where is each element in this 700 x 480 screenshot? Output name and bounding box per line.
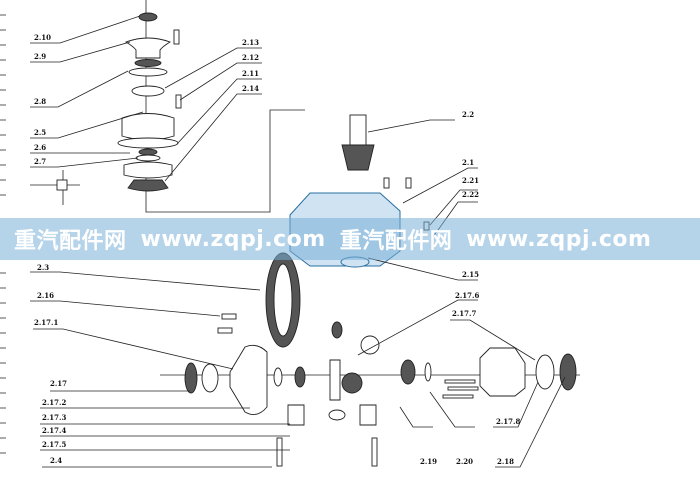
label-2-1: 2.1 — [462, 158, 474, 167]
label-2-20: 2.20 — [456, 457, 473, 466]
label-2-11: 2.11 — [242, 69, 259, 78]
watermark-url: www.zqpj.com — [466, 226, 652, 252]
center-mark — [30, 170, 80, 205]
label-2-19: 2.19 — [420, 457, 437, 466]
label-2-17-5: 2.17.5 — [42, 440, 66, 449]
label-2-8: 2.8 — [34, 97, 46, 106]
watermark-url: www.zqpj.com — [140, 226, 326, 252]
label-2-17-8: 2.17.8 — [496, 417, 520, 426]
label-2-17-3: 2.17.3 — [42, 413, 66, 422]
center-box — [56, 179, 68, 191]
label-2-21: 2.21 — [462, 176, 479, 185]
label-2-22: 2.22 — [462, 190, 479, 199]
label-2-3: 2.3 — [37, 263, 49, 272]
watermark-text: 重汽配件网 — [14, 229, 127, 254]
label-2-2: 2.2 — [462, 110, 474, 119]
label-2-17: 2.17 — [50, 379, 67, 388]
watermark-text: 重汽配件网 — [339, 229, 453, 254]
label-2-9: 2.9 — [34, 52, 46, 61]
label-2-4: 2.4 — [50, 456, 62, 465]
label-2-17-7: 2.17.7 — [452, 309, 476, 318]
margin-ticks — [0, 14, 6, 454]
label-2-17-6: 2.17.6 — [455, 291, 479, 300]
upper-bearing-stack — [117, 12, 182, 192]
label-2-17-1: 2.17.1 — [34, 318, 58, 327]
label-2-16: 2.16 — [37, 291, 54, 300]
axis-line — [145, 0, 305, 213]
label-2-18: 2.18 — [497, 457, 514, 466]
label-2-17-4: 2.17.4 — [42, 426, 66, 435]
label-2-5: 2.5 — [34, 128, 46, 137]
differential-assembly — [184, 321, 577, 467]
part-labels: 2.10 2.9 2.8 2.5 2.6 2.7 2.13 2.12 2.11 … — [34, 33, 520, 466]
label-2-6: 2.6 — [34, 143, 46, 152]
bolt — [221, 313, 237, 320]
label-2-10: 2.10 — [34, 33, 51, 42]
label-2-12: 2.12 — [242, 53, 259, 62]
label-2-15: 2.15 — [462, 270, 479, 279]
label-2-13: 2.13 — [242, 38, 259, 47]
label-2-7: 2.7 — [34, 157, 46, 166]
label-2-14: 2.14 — [242, 84, 259, 93]
label-2-17-2: 2.17.2 — [42, 398, 66, 407]
watermark-banner: 重汽配件网 www.zqpj.com 重汽配件网 www.zqpj.com — [0, 218, 700, 260]
